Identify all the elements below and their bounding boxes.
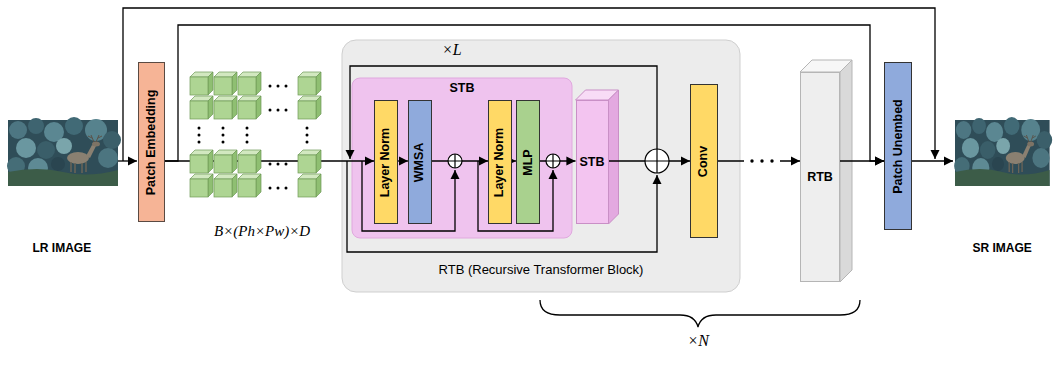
token-cube xyxy=(214,174,237,197)
norm-box: Layer Norm xyxy=(374,100,398,224)
label-box: ×N xyxy=(688,332,709,350)
ellipsis-dots xyxy=(198,85,309,190)
box-label: STB xyxy=(580,155,605,170)
block-side-face xyxy=(609,90,619,224)
token-cube xyxy=(190,174,213,197)
token-cube xyxy=(298,174,321,197)
token-cube xyxy=(214,150,237,173)
token-cube xyxy=(298,72,321,95)
stb-block: STB xyxy=(576,100,609,224)
sum-symbol xyxy=(546,154,560,168)
box-label: Patch Unembed xyxy=(891,99,906,193)
tensor-shape: B×(Ph×Pw)×D xyxy=(214,223,310,240)
image-caption: LR IMAGE xyxy=(33,241,92,255)
stb-panel-fill xyxy=(352,78,572,238)
input-wire xyxy=(118,160,137,161)
stb-panel: STB Layer Norm WMSA Layer Norm MLP xyxy=(352,78,572,238)
repeat-count: ×N xyxy=(688,332,709,350)
embedding-box: Patch Embedding xyxy=(138,62,165,222)
panel-fills xyxy=(342,40,852,292)
lr-photo xyxy=(7,117,121,186)
box-label: Conv xyxy=(697,145,712,176)
panel-label: STB xyxy=(450,81,475,96)
image-caption: SR IMAGE xyxy=(973,241,1032,255)
block-side-face xyxy=(840,60,852,282)
norm-box: Layer Norm xyxy=(488,100,512,224)
box-label: RTB xyxy=(807,170,833,185)
rtb-block: RTB xyxy=(800,72,840,282)
sum-symbol xyxy=(448,154,462,168)
sum-symbol xyxy=(645,149,669,173)
token-cube xyxy=(190,72,213,95)
box-label: Layer Norm xyxy=(379,127,394,196)
output-wire xyxy=(912,160,953,161)
wires xyxy=(118,8,953,327)
token-cube xyxy=(238,96,261,119)
token-cube xyxy=(298,96,321,119)
repeat-brace xyxy=(540,300,860,327)
sum-symbols xyxy=(448,149,669,173)
sr-photo xyxy=(954,117,1052,186)
token-cube xyxy=(214,72,237,95)
block-ellipsis xyxy=(744,155,780,167)
attention-box: WMSA xyxy=(408,100,432,224)
box-label: Layer Norm xyxy=(493,127,508,196)
token-cube xyxy=(190,96,213,119)
token-cube xyxy=(214,96,237,119)
flow-arrow xyxy=(398,160,408,161)
token-cube xyxy=(238,72,261,95)
box-label: WMSA xyxy=(413,142,428,182)
label-box: LR IMAGE xyxy=(33,238,92,256)
label-box: B×(Ph×Pw)×D xyxy=(214,222,310,240)
panel-label: RTB (Recursive Transformer Block) xyxy=(439,262,644,278)
token-cube xyxy=(298,150,321,173)
mlp-box: MLP xyxy=(516,100,540,224)
rtb-panel: ×L RTB (Recursive Transformer Block) STB La… xyxy=(342,40,740,292)
box-label: MLP xyxy=(521,149,536,175)
label-box: SR IMAGE xyxy=(973,238,1032,256)
conv-box: Conv xyxy=(690,84,718,238)
token-cube xyxy=(238,174,261,197)
token-cube xyxy=(238,150,261,173)
unembed-box: Patch Unembed xyxy=(884,62,912,230)
box-label: Patch Embedding xyxy=(144,89,159,195)
token-cube xyxy=(190,150,213,173)
token-cubes xyxy=(190,72,321,197)
rtb-panel-fill xyxy=(342,40,740,292)
panel-label: ×L xyxy=(442,41,462,58)
